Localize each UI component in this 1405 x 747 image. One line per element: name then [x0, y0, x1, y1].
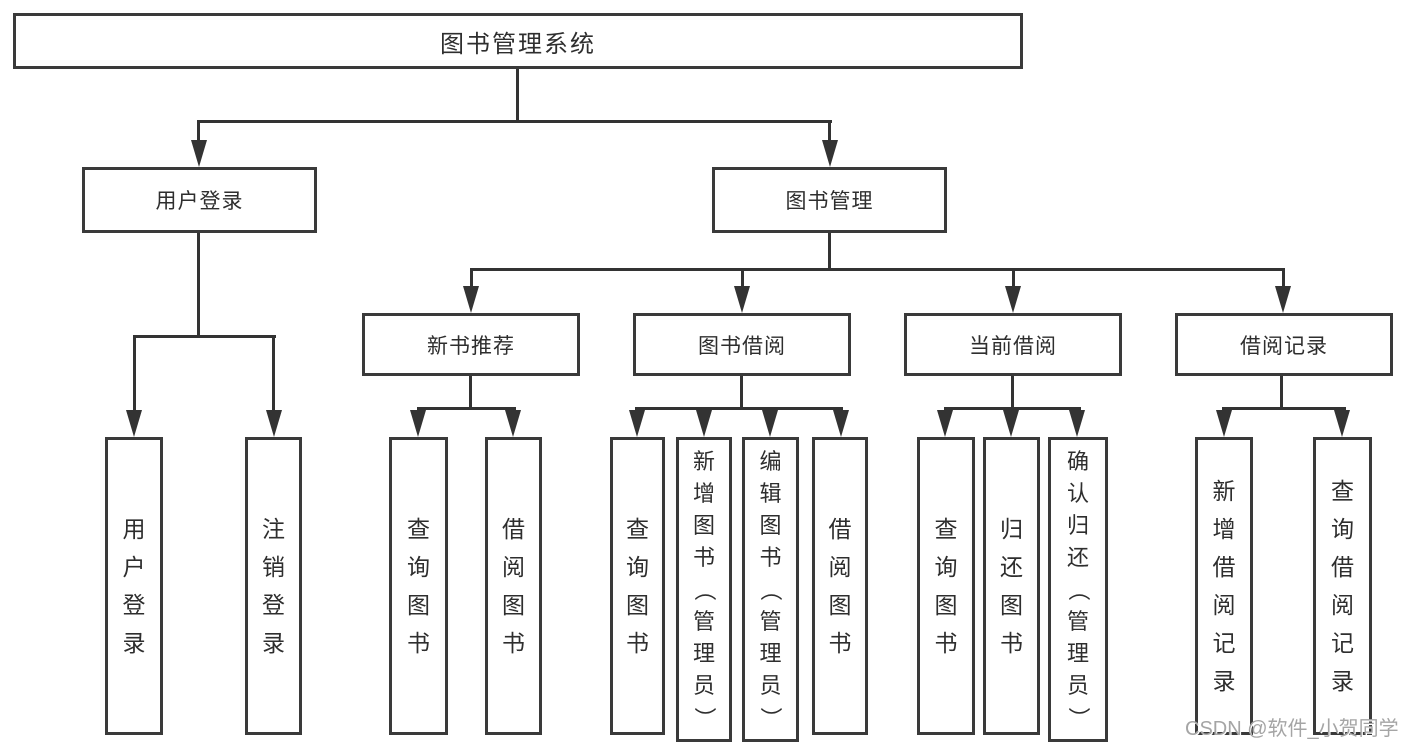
node-root-label: 图书管理系统	[440, 30, 596, 58]
arrowhead-bb-leaf4	[833, 410, 849, 437]
leaf-user-login-label: 用户登录	[122, 516, 146, 656]
leaf-bb-edit-books-admin: 编辑图书（管理员）	[742, 437, 799, 742]
leaf-br-add-record-label: 新增借阅记录	[1212, 478, 1236, 694]
leaf-cb-return-books: 归还图书	[983, 437, 1040, 735]
arrowhead-to-new-book	[463, 286, 479, 313]
connector-to-book-management-shaft	[828, 120, 831, 145]
leaf-bb-add-books-admin-label: 新增图书（管理员）	[691, 448, 717, 729]
arrowhead-to-leaf-login	[126, 410, 142, 437]
node-user-login-label: 用户登录	[155, 190, 244, 213]
connector-book-borrow-stem	[740, 376, 743, 409]
connector-to-borrow-records-shaft	[1282, 268, 1285, 290]
arrowhead-cb-leaf1	[937, 410, 953, 437]
leaf-nb-borrow-books-label: 借阅图书	[502, 516, 525, 656]
leaf-nb-borrow-books: 借阅图书	[485, 437, 542, 735]
connector-book-borrow-split	[635, 407, 843, 410]
connector-user-login-stem	[197, 233, 200, 337]
leaf-logout: 注销登录	[245, 437, 302, 735]
arrowhead-nb-leaf1	[410, 410, 426, 437]
node-borrow-records: 借阅记录	[1175, 313, 1393, 376]
arrowhead-to-book-management	[822, 140, 838, 167]
node-new-book-recommend-label: 新书推荐	[427, 334, 515, 358]
node-current-borrow: 当前借阅	[904, 313, 1122, 376]
arrowhead-cb-leaf2	[1003, 410, 1019, 437]
connector-user-login-split	[133, 335, 276, 338]
arrowhead-bb-leaf2	[696, 410, 712, 437]
leaf-user-login: 用户登录	[105, 437, 163, 735]
leaf-bb-borrow-books-label: 借阅图书	[828, 516, 852, 656]
arrowhead-nb-leaf2	[505, 410, 521, 437]
node-new-book-recommend: 新书推荐	[362, 313, 580, 376]
node-current-borrow-label: 当前借阅	[969, 334, 1057, 358]
connector-book-management-stem	[828, 233, 831, 270]
connector-borrow-records-split	[1222, 407, 1346, 410]
leaf-cb-query-books-label: 查询图书	[934, 516, 958, 656]
connector-book-management-split	[470, 268, 1284, 271]
leaf-bb-edit-books-admin-label: 编辑图书（管理员）	[758, 448, 784, 729]
arrowhead-to-user-login	[191, 140, 207, 167]
arrowhead-br-leaf2	[1334, 410, 1350, 437]
leaf-cb-query-books: 查询图书	[917, 437, 975, 735]
node-user-login: 用户登录	[82, 167, 317, 233]
leaf-nb-query-books: 查询图书	[389, 437, 448, 735]
arrowhead-br-leaf1	[1216, 410, 1232, 437]
node-book-management-label: 图书管理	[785, 190, 874, 213]
leaf-br-query-record: 查询借阅记录	[1313, 437, 1372, 735]
node-root: 图书管理系统	[13, 13, 1023, 69]
connector-to-new-book-shaft	[470, 268, 473, 290]
arrowhead-to-leaf-logout	[266, 410, 282, 437]
node-book-management: 图书管理	[712, 167, 947, 233]
leaf-nb-query-books-label: 查询图书	[407, 516, 430, 656]
connector-to-book-borrow-shaft	[741, 268, 744, 290]
node-book-borrow: 图书借阅	[633, 313, 851, 376]
connector-to-leaf-login-shaft	[133, 335, 136, 412]
watermark: CSDN @软件_小贺同学	[1185, 718, 1399, 740]
leaf-bb-borrow-books: 借阅图书	[812, 437, 868, 735]
node-book-borrow-label: 图书借阅	[698, 334, 786, 358]
leaf-bb-add-books-admin: 新增图书（管理员）	[676, 437, 732, 742]
connector-root-stem	[516, 69, 519, 122]
arrowhead-to-borrow-records	[1275, 286, 1291, 313]
connector-new-book-stem	[469, 376, 472, 409]
connector-root-split	[198, 120, 832, 123]
arrowhead-bb-leaf1	[629, 410, 645, 437]
arrowhead-cb-leaf3	[1069, 410, 1085, 437]
leaf-cb-confirm-return-admin-label: 确认归还（管理员）	[1065, 448, 1091, 729]
leaf-cb-return-books-label: 归还图书	[1000, 516, 1023, 656]
connector-to-leaf-logout-shaft	[272, 335, 275, 412]
connector-to-user-login-shaft	[197, 120, 200, 145]
connector-borrow-records-stem	[1280, 376, 1283, 409]
arrowhead-to-current-borrow	[1005, 286, 1021, 313]
connector-current-borrow-stem	[1011, 376, 1014, 409]
connector-to-current-borrow-shaft	[1012, 268, 1015, 290]
connector-new-book-split	[417, 407, 516, 410]
leaf-br-query-record-label: 查询借阅记录	[1331, 478, 1354, 694]
leaf-logout-label: 注销登录	[262, 516, 285, 656]
node-borrow-records-label: 借阅记录	[1240, 334, 1328, 358]
leaf-cb-confirm-return-admin: 确认归还（管理员）	[1048, 437, 1108, 742]
leaf-bb-query-books: 查询图书	[610, 437, 665, 735]
leaf-bb-query-books-label: 查询图书	[626, 516, 649, 656]
arrowhead-to-book-borrow	[734, 286, 750, 313]
arrowhead-bb-leaf3	[762, 410, 778, 437]
leaf-br-add-record: 新增借阅记录	[1195, 437, 1253, 735]
